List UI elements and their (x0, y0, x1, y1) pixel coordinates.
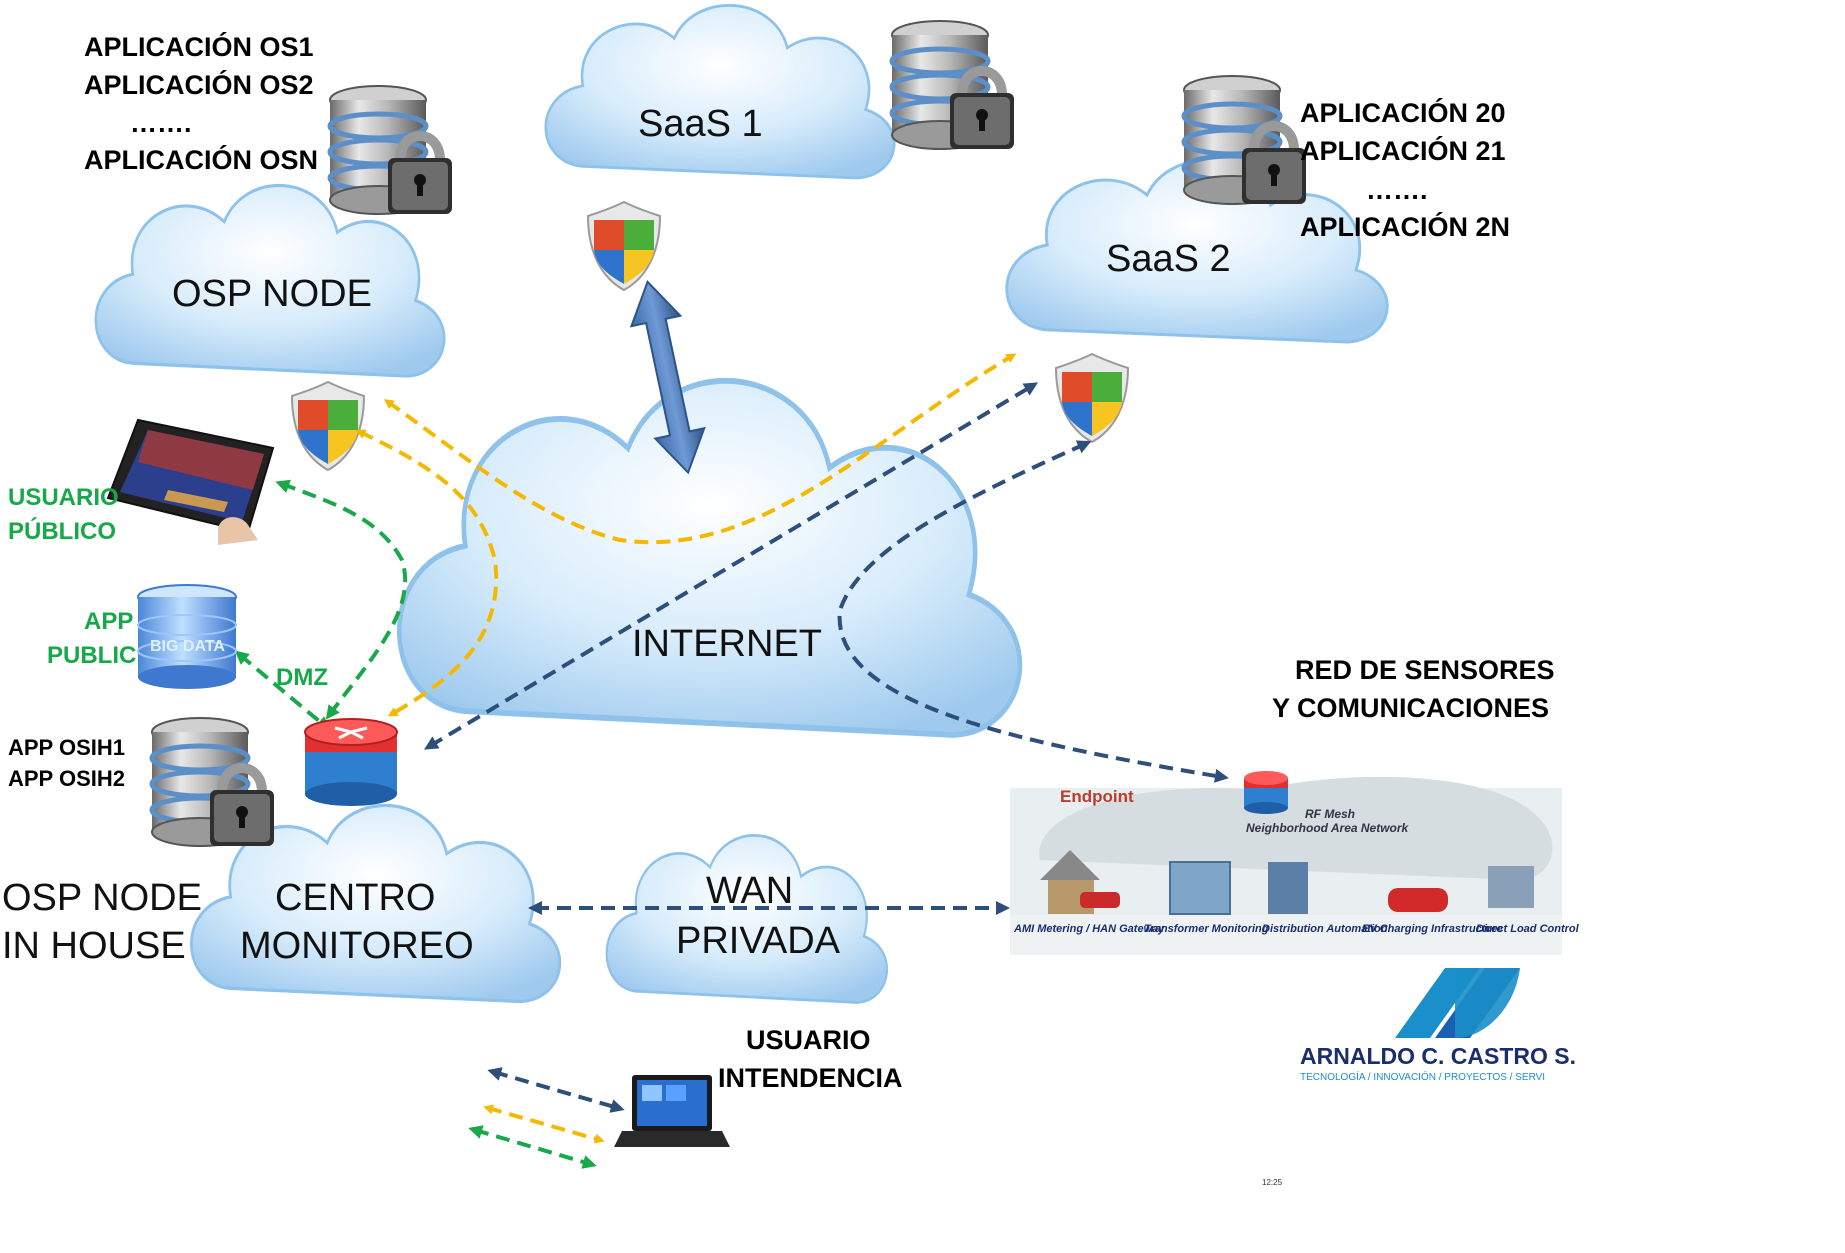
nan-label: Neighborhood Area Network (1246, 821, 1410, 835)
logo-tagline: TECNOLOGÍA / INNOVACIÓN / PROYECTOS / SE… (1300, 1072, 1546, 1083)
blue-link-saas2 (423, 382, 1039, 750)
wan-label-2: PRIVADA (676, 920, 841, 962)
blue-link-sensors (837, 440, 1229, 783)
saas1-label: SaaS 1 (638, 103, 763, 145)
company-logo (1395, 968, 1520, 1038)
sensor-network-panel: Endpoint RF Mesh Neighborhood Area Netwo… (1010, 771, 1580, 955)
logo-name: ARNALDO C. CASTRO S. (1300, 1043, 1576, 1069)
saas1-cloud (544, 3, 896, 180)
osp-app-n: APLICACIÓN OSN (84, 145, 319, 175)
tablet-time: 12:25 (1262, 1178, 1283, 1187)
osp-node-label: OSP NODE (172, 273, 372, 315)
sensor-item-3: EV Charging Infrastructure (1362, 923, 1503, 935)
app-osih1: APP OSIH1 (8, 735, 125, 760)
database-lock-icon (330, 86, 452, 214)
database-lock-icon (1184, 76, 1306, 204)
usuario-intendencia-2: INTENDENCIA (718, 1063, 903, 1093)
green-link-laptop (468, 1125, 597, 1169)
endpoint-label: Endpoint (1060, 787, 1134, 806)
internet-label: INTERNET (632, 623, 822, 665)
osp-in-house-2: IN HOUSE (2, 925, 186, 967)
app-osih2: APP OSIH2 (8, 766, 125, 791)
sensor-item-4: Direct Load Control (1476, 923, 1580, 935)
green-link-tablet (275, 479, 408, 720)
shield-icon (1055, 353, 1129, 443)
osp-in-house-1: OSP NODE (2, 877, 202, 919)
wan-label-1: WAN (706, 870, 794, 912)
centro-label-1: CENTRO (275, 877, 436, 919)
big-data-icon (137, 584, 237, 689)
database-lock-icon (152, 718, 274, 846)
osp-app-1: APLICACIÓN OS1 (84, 32, 314, 62)
database-lock-icon (892, 21, 1014, 149)
saas2-app-20: APLICACIÓN 20 (1300, 98, 1506, 128)
red-sensores-1: RED DE SENSORES (1295, 655, 1555, 685)
saas2-app-2n: APLICACIÓN 2N (1300, 212, 1511, 242)
saas2-app-21: APLICACIÓN 21 (1300, 136, 1506, 166)
big-data-label: BIG DATA (150, 638, 225, 655)
tablet-icon (106, 418, 275, 545)
red-sensores-2: Y COMUNICACIONES (1272, 693, 1550, 723)
blue-link-laptop (487, 1067, 625, 1113)
saas2-app-dots: ……. (1366, 175, 1428, 205)
dmz-label: DMZ (276, 664, 328, 691)
osp-app-dots: ……. (130, 108, 192, 138)
green-link-bigdata (234, 650, 331, 731)
shield-icon (587, 201, 661, 291)
router-icon (1244, 771, 1288, 814)
app-public-2: PUBLIC (47, 642, 137, 669)
shield-icon (291, 381, 365, 471)
usuario-intendencia-1: USUARIO (746, 1025, 871, 1055)
router-icon (304, 718, 398, 806)
osp-app-2: APLICACIÓN OS2 (84, 70, 314, 100)
app-public-1: APP (84, 608, 134, 635)
centro-label-2: MONITOREO (240, 925, 474, 967)
saas2-label: SaaS 2 (1106, 238, 1231, 280)
wan-privada-cloud (605, 834, 889, 1004)
yellow-link-laptop (483, 1104, 605, 1144)
sensor-item-2: Distribution Automation (1262, 923, 1388, 935)
internet-cloud (399, 381, 1020, 735)
sensor-item-0: AMI Metering / HAN Gateway (1013, 923, 1165, 935)
rf-mesh-label: RF Mesh (1305, 807, 1355, 821)
usuario-publico-2: PÚBLICO (8, 518, 116, 545)
laptop-icon (614, 1075, 730, 1147)
usuario-publico-1: USUARIO (8, 484, 119, 511)
sensor-item-1: Transformer Monitoring (1144, 923, 1269, 935)
